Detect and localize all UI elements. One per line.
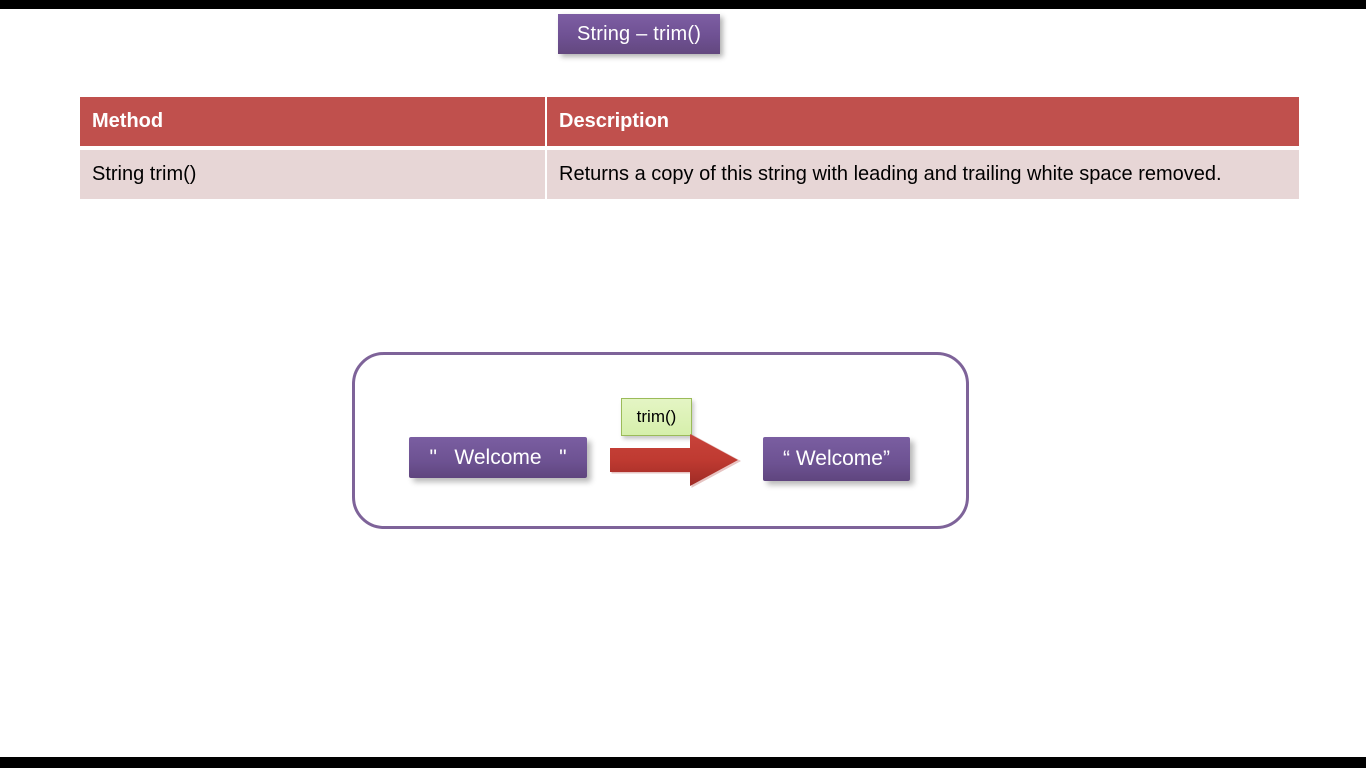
trim-operation-chip: trim() — [621, 398, 692, 436]
methods-table: Method Description String trim() Returns… — [80, 97, 1299, 199]
table-header-method: Method — [80, 97, 545, 146]
table-header-description: Description — [547, 97, 1299, 146]
right-arrow-icon — [608, 432, 744, 490]
input-string-box: " Welcome " — [409, 437, 587, 478]
table-cell-description: Returns a copy of this string with leadi… — [547, 150, 1299, 199]
table-column-divider — [545, 150, 547, 199]
output-string-box: “ Welcome” — [763, 437, 910, 481]
letterbox-bottom — [0, 757, 1366, 768]
table-cell-method: String trim() — [80, 150, 545, 199]
slide-canvas: String – trim() Method Description Strin… — [0, 9, 1366, 757]
table-row-gap — [80, 146, 1299, 150]
table-column-divider — [545, 97, 547, 146]
letterbox-top — [0, 0, 1366, 9]
page-title: String – trim() — [576, 22, 702, 45]
slide-title-banner: String – trim() — [558, 14, 720, 54]
table-header-row: Method Description — [80, 97, 1299, 146]
table-row: String trim() Returns a copy of this str… — [80, 150, 1299, 199]
